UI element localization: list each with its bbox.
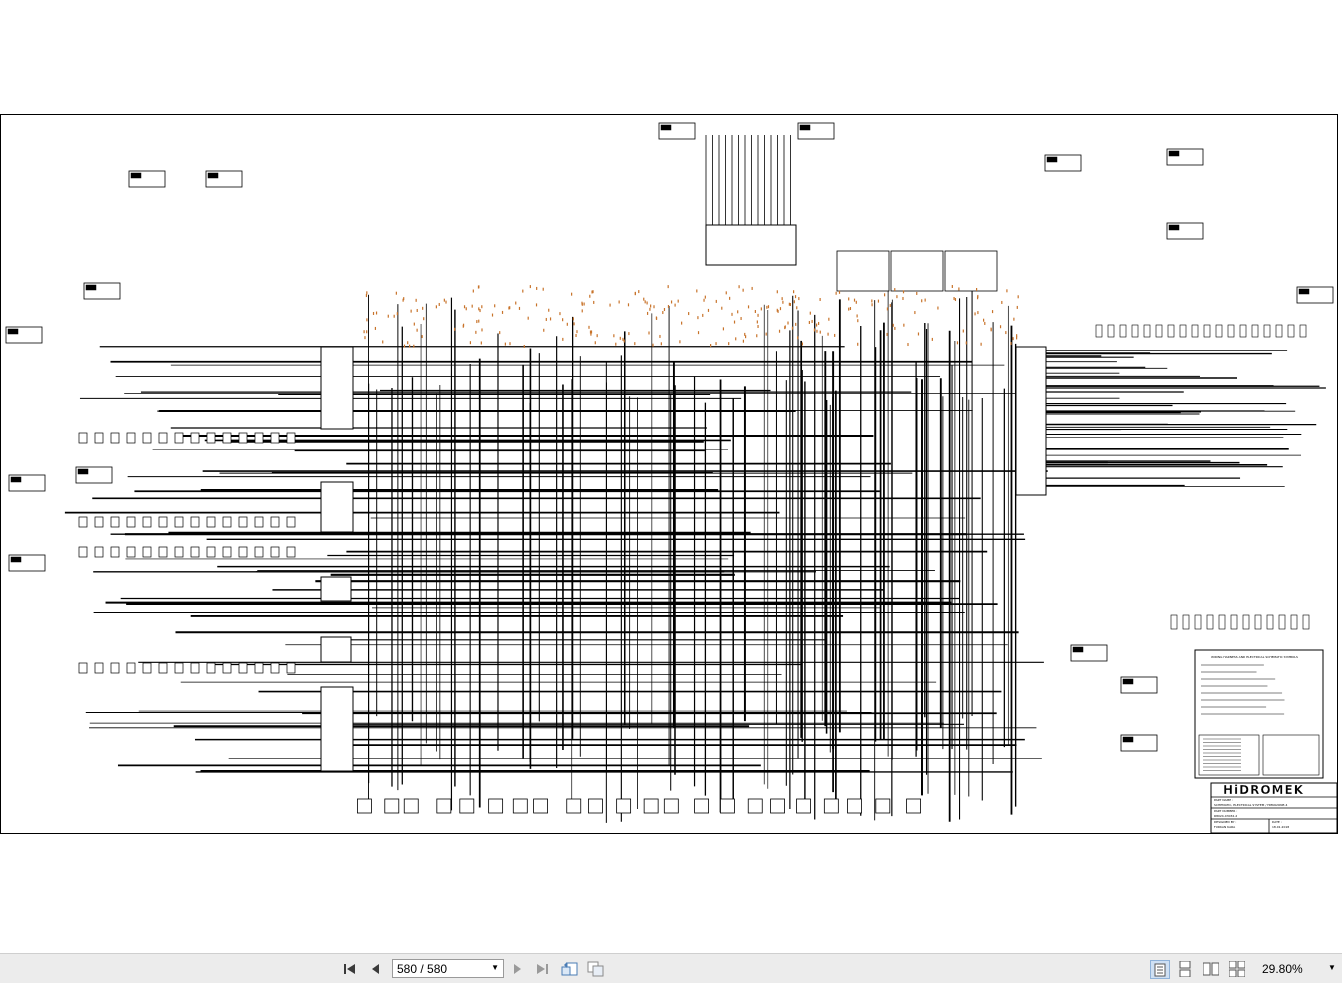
document-viewport[interactable]: WIRING HARNESS AND ELECTRICAL SCHEMATIC … bbox=[0, 0, 1342, 953]
part-number: R8024-03032-2 bbox=[1214, 814, 1237, 818]
next-page-icon bbox=[514, 964, 521, 974]
designed-by: FURKAN KARA bbox=[1214, 825, 1236, 829]
rotate-page-button[interactable] bbox=[561, 960, 579, 978]
last-page-button[interactable] bbox=[535, 960, 551, 978]
page-indicator: 580 / 580 bbox=[397, 962, 448, 976]
single-page-icon bbox=[1154, 963, 1166, 976]
facing-icon bbox=[1203, 962, 1219, 976]
first-page-icon bbox=[344, 964, 355, 974]
copy-page-button[interactable] bbox=[587, 960, 605, 978]
designed-by-label: DESIGNED BY : bbox=[1214, 820, 1236, 824]
single-page-view-button[interactable] bbox=[1150, 960, 1170, 979]
continuous-facing-icon bbox=[1229, 961, 1245, 977]
part-number-label: PART NUMBER : bbox=[1214, 809, 1237, 813]
rotate-icon bbox=[561, 962, 578, 976]
title-block: HiDROMEK PART NAME : SCHEMATIC, ELECTRIC… bbox=[1210, 782, 1338, 834]
hidromek-logo: HiDROMEK bbox=[1223, 783, 1304, 797]
date-label: DATE : bbox=[1272, 820, 1282, 824]
previous-page-icon bbox=[372, 964, 379, 974]
chevron-down-icon: ▼ bbox=[1328, 963, 1336, 972]
legend-title: WIRING HARNESS AND ELECTRICAL SCHEMATIC … bbox=[1211, 655, 1298, 659]
previous-page-button[interactable] bbox=[368, 960, 382, 978]
next-page-button[interactable] bbox=[511, 960, 525, 978]
zoom-level: 29.80% bbox=[1262, 962, 1303, 976]
wire-network bbox=[64, 135, 1326, 823]
viewer-toolbar: 580 / 580 ▼ 29.80% ▼ bbox=[0, 953, 1342, 983]
part-name: SCHEMATIC, ELECTRICAL SYSTEM / HMK62ONE-… bbox=[1214, 803, 1287, 807]
legend-box: WIRING HARNESS AND ELECTRICAL SCHEMATIC … bbox=[1194, 649, 1324, 779]
zoom-select[interactable]: 29.80% ▼ bbox=[1262, 959, 1338, 981]
facing-view-button[interactable] bbox=[1202, 960, 1220, 978]
continuous-facing-view-button[interactable] bbox=[1228, 960, 1246, 978]
part-name-label: PART NAME : bbox=[1214, 798, 1233, 802]
first-page-button[interactable] bbox=[342, 960, 358, 978]
electrical-schematic-sheet: WIRING HARNESS AND ELECTRICAL SCHEMATIC … bbox=[0, 114, 1338, 834]
continuous-icon bbox=[1179, 961, 1191, 977]
last-page-icon bbox=[537, 964, 548, 974]
copy-icon bbox=[587, 961, 604, 977]
schematic-drawing: WIRING HARNESS AND ELECTRICAL SCHEMATIC … bbox=[5, 122, 1338, 834]
page-number-select[interactable]: 580 / 580 ▼ bbox=[392, 959, 504, 978]
chevron-down-icon: ▼ bbox=[491, 963, 499, 972]
connector-blocks bbox=[5, 122, 1334, 814]
date: 18.01.2018 bbox=[1272, 825, 1289, 829]
colored-wire-terminals bbox=[363, 285, 1019, 348]
continuous-view-button[interactable] bbox=[1176, 960, 1194, 978]
